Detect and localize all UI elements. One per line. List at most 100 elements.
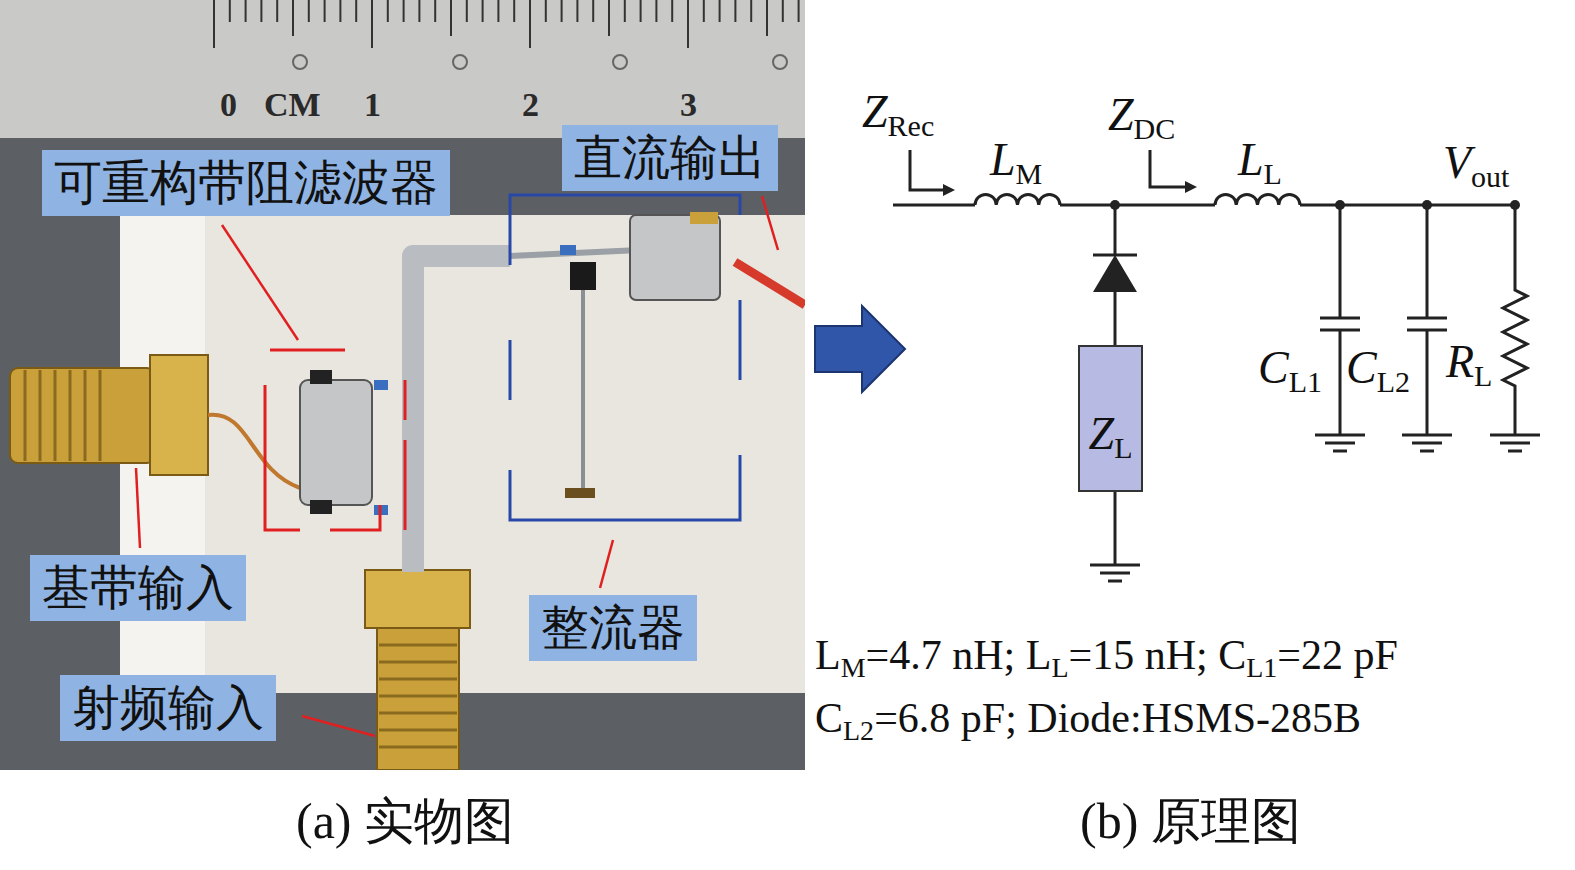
drawing-line [69,370,72,461]
drawing-line [379,661,457,664]
drawing-path [208,415,300,488]
drawing-line [655,0,657,22]
drawing-g [136,196,778,736]
drawing-path [413,256,510,572]
drawing-rect [377,628,459,770]
drawing-path [1315,435,1365,451]
drawing-line [270,349,345,352]
drawing-polygon [1185,181,1197,193]
drawing-rect [0,0,805,770]
drawing-polygon [815,306,905,392]
voltage-label: Vout [1443,137,1509,190]
drawing-rect [365,570,470,628]
drawing-path [1215,194,1300,205]
ruler-number: 2 [522,85,539,124]
drawing-line [379,746,457,749]
drawing-path [1503,205,1527,435]
drawing-line [136,468,140,548]
drawing-path [975,194,1060,205]
drawing-g [510,195,740,520]
drawing-line [99,370,102,461]
drawing-line [404,380,407,420]
drawing-line [339,0,341,22]
drawing-rect [0,0,805,138]
drawing-circle [293,55,307,69]
drawing-line [466,0,468,22]
drawing-line [739,300,742,380]
drawing-line [576,0,578,22]
drawing-line [403,0,405,22]
drawing-circle [1335,200,1345,210]
drawing-path [1300,204,1515,207]
drawing-polyline [510,195,740,265]
drawing-circle [1510,200,1520,210]
drawing-path [1060,204,1215,207]
drawing-line [608,0,610,36]
drawing-polyline [265,385,300,530]
node-text: 可重构带阻滤波器 [54,154,438,210]
drawing-line [308,0,310,22]
drawing-line [213,0,215,48]
drawing-g [214,0,799,48]
drawing-rect [374,380,388,390]
drawing-line [222,225,298,340]
drawing-line [84,370,87,461]
node-text: ZL [1089,407,1133,460]
drawing-line [324,0,326,22]
drawing-path [1114,292,1117,345]
drawing-rect [690,212,718,224]
impedance-box: ZL [1078,345,1143,492]
ruler-unit: CM [264,85,321,124]
drawing-line [624,0,626,22]
drawing-line [379,729,457,732]
drawing-circle [613,55,627,69]
drawing-rect [310,370,332,384]
node-text: 整流器 [541,599,685,655]
drawing-line [687,0,689,48]
drawing-line [509,340,512,400]
drawing-path [1090,565,1140,581]
drawing-path [1114,205,1117,255]
capacitor-label: CL1 [1258,342,1322,395]
drawing-line [404,440,407,530]
drawing-line [379,644,457,647]
drawing-line [497,0,499,22]
drawing-rect [565,488,595,498]
drawing-path [1320,205,1360,435]
drawing-rect [570,262,596,290]
drawing-line [302,716,375,736]
drawing-circle [1422,200,1432,210]
inductor-label: LL [1238,134,1282,187]
drawing-path [1407,205,1447,435]
subfigure-caption: (b) 原理图 [1080,793,1301,851]
resistor-label: RL [1446,336,1492,389]
drawing-rect [10,368,155,463]
callout-box: 整流器 [529,595,697,661]
drawing-line [719,0,721,22]
drawing-line [762,196,778,250]
node-text: 射频输入 [72,679,264,735]
callout-box: 基带输入 [30,555,246,621]
node-text: 直流输出 [574,129,766,185]
drawing-line [529,0,531,48]
drawing-line [54,370,57,461]
subfigure-caption: (a) 实物图 [296,793,514,851]
drawing-g [379,645,457,747]
callout-box: 射频输入 [60,675,276,741]
drawing-line [545,0,547,22]
drawing-line [371,0,373,48]
drawing-line [379,712,457,715]
drawing-path [1114,492,1117,565]
drawing-rect [120,215,805,693]
drawing-line [703,0,705,22]
drawing-rect [630,215,720,300]
drawing-line [513,0,515,22]
drawing-path [893,204,975,207]
drawing-line [734,0,736,22]
drawing-path [1402,435,1452,451]
drawing-line [735,262,805,305]
drawing-line [276,0,278,22]
drawing-circle [453,55,467,69]
drawing-line [24,370,27,461]
drawing-line [379,695,457,698]
